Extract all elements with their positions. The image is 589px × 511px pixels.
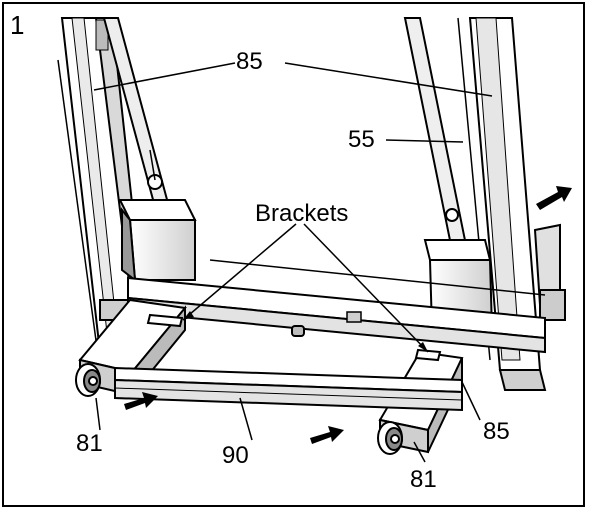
label-85-top: 85 [236, 48, 263, 75]
label-85-right: 85 [483, 418, 510, 445]
rear-crossbar [127, 259, 546, 354]
left-inner-frame [102, 17, 197, 283]
bracket-right [414, 348, 442, 362]
right-wheel-81 [377, 421, 403, 455]
bracket-left [146, 313, 184, 328]
base-crossbar-90 [114, 366, 463, 412]
label-81-left: 81 [76, 430, 103, 457]
step-number: 1 [10, 10, 25, 40]
label-90: 90 [222, 442, 249, 469]
diagram-border [2, 2, 585, 507]
filled-arrow-icon [124, 186, 572, 444]
label-81-right: 81 [410, 466, 437, 493]
leader-lines [93, 62, 493, 463]
label-55: 55 [348, 126, 375, 153]
right-upright-85 [457, 17, 547, 391]
leader-arrowheads [183, 311, 428, 352]
left-wheel-81 [75, 363, 101, 397]
label-brackets: Brackets [255, 200, 349, 227]
